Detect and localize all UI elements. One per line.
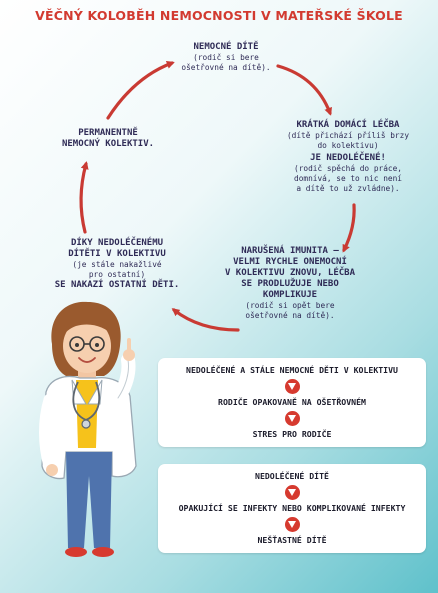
spread-line4: pro ostatní) <box>88 270 146 279</box>
node-sick-heading: NEMOCNÉ DÍTĚ <box>193 42 259 52</box>
spread-line1: DÍKY NEDOLÉČENÉMU <box>70 238 164 248</box>
box2-item1: NEDOLÉČENÉ DÍTĚ <box>255 471 329 481</box>
arrow-permanent-to-sick <box>106 61 175 120</box>
node-sick-note1: (rodič si bere <box>193 53 259 62</box>
node-short-treatment: KRÁTKÁ DOMÁCÍ LÉČBA (dítě přichází příli… <box>278 120 418 194</box>
permanent-line1: PERMANENTNĚ <box>78 128 138 138</box>
box1-item2: RODIČE OPAKOVANĚ NA OŠETŘOVNÉM <box>218 397 366 407</box>
consequence-box-parents: NEDOLÉČENÉ A STÁLE NEMOCNÉ DĚTI V KOLEKT… <box>158 358 426 447</box>
spread-line5: SE NAKAZÍ OSTATNÍ DĚTI. <box>54 280 180 290</box>
consequence-box-child: NEDOLÉČENÉ DÍTĚ OPAKUJÍCÍ SE INFEKTY NEB… <box>158 464 426 553</box>
immunity-line5: KOMPLIKUJE <box>262 290 318 300</box>
treatment-line3: do kolektivu) <box>317 141 379 150</box>
treatment-line2: (dítě přichází příliš brzy <box>286 131 410 140</box>
treatment-line1: KRÁTKÁ DOMÁCÍ LÉČBA <box>296 120 400 130</box>
box1-item1: NEDOLÉČENÉ A STÁLE NEMOCNÉ DĚTI V KOLEKT… <box>186 365 398 375</box>
arrow-treatment-to-immunity <box>342 203 356 253</box>
doctor-jeans <box>66 452 112 548</box>
down-arrow-circle-icon <box>284 411 300 426</box>
arrow-spread-to-permanent <box>79 161 89 234</box>
page-title: VĚČNÝ KOLOBĚH NEMOCNOSTI V MATEŘSKÉ ŠKOL… <box>35 8 403 23</box>
node-spread: DÍKY NEDOLÉČENÉMU DÍTĚTI V KOLEKTIVU (je… <box>42 238 192 291</box>
node-sick-note2: ošetřovné na dítě). <box>181 63 271 72</box>
down-arrow-circle-icon <box>284 517 300 532</box>
treatment-line6: domnívá, se to nic není <box>294 174 402 183</box>
node-sick-child: NEMOCNÉ DÍTĚ (rodič si bere ošetřovné na… <box>172 42 280 73</box>
immunity-line1: NARUŠENÁ IMUNITA – <box>241 246 339 256</box>
treatment-line5: (rodič spěchá do práce, <box>294 164 402 173</box>
arrow-immunity-to-spread <box>171 308 240 332</box>
down-arrow-circle-icon <box>284 485 300 500</box>
node-immunity: NARUŠENÁ IMUNITA – VELMI RYCHLE ONEMOCNÍ… <box>222 246 358 321</box>
node-permanent: PERMANENTNĚ NEMOCNÝ KOLEKTIV. <box>46 128 170 150</box>
spread-line3: (je stále nakažlivé <box>72 260 162 269</box>
immunity-line6: (rodič si opět bere <box>245 301 335 310</box>
doctor-face <box>63 319 111 373</box>
box2-item2: OPAKUJÍCÍ SE INFEKTY NEBO KOMPLIKOVANÉ I… <box>178 503 406 513</box>
treatment-line7: a dítě to už zvládne). <box>296 184 400 193</box>
immunity-line2: VELMI RYCHLE ONEMOCNÍ <box>233 257 347 267</box>
immunity-line3: V KOLEKTIVU ZNOVU, LÉČBA <box>224 268 356 278</box>
immunity-line7: ošetřovné na dítě). <box>245 311 335 320</box>
down-arrow-circle-icon <box>284 379 300 394</box>
treatment-line4: JE NEDOLÉČENÉ! <box>310 153 386 163</box>
permanent-line2: NEMOCNÝ KOLEKTIV. <box>61 139 155 149</box>
box1-item3: STRES PRO RODIČE <box>252 429 332 439</box>
immunity-line4: SE PRODLUŽUJE NEBO <box>241 279 339 289</box>
box2-item3: NEŠŤASTNÉ DÍTĚ <box>257 535 327 545</box>
spread-line2: DÍTĚTI V KOLEKTIVU <box>68 249 166 259</box>
arrow-sick-to-treatment <box>276 64 332 116</box>
